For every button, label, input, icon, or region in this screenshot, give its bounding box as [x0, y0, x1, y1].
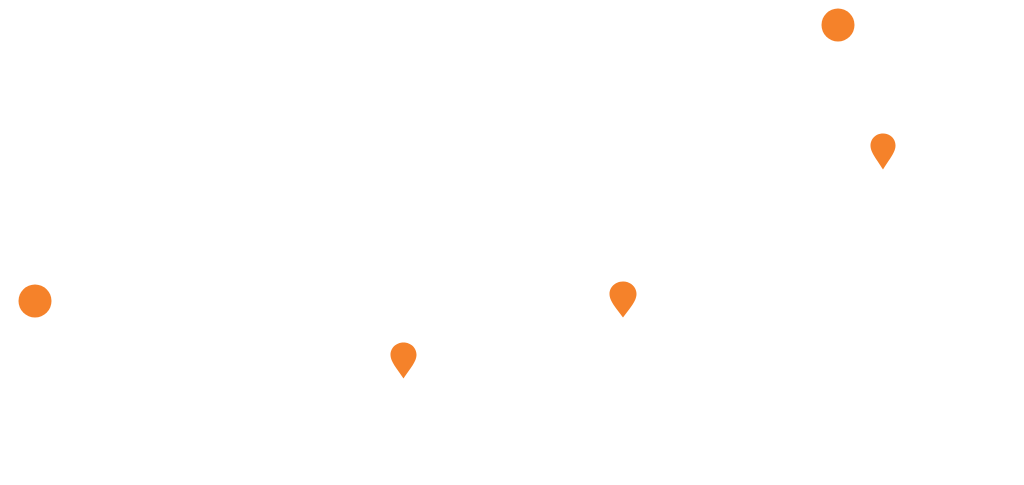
map-marker-pin[interactable] [870, 133, 896, 170]
circle-marker-icon [18, 284, 52, 318]
map-marker-circle[interactable] [18, 284, 52, 318]
map-marker-pin[interactable] [390, 342, 417, 379]
map-pin-icon [390, 342, 417, 379]
map-marker-pin[interactable] [609, 281, 637, 318]
map-pin-icon [609, 281, 637, 318]
map-marker-circle[interactable] [821, 8, 855, 42]
map-pin-icon [870, 133, 896, 170]
circle-marker-icon [821, 8, 855, 42]
